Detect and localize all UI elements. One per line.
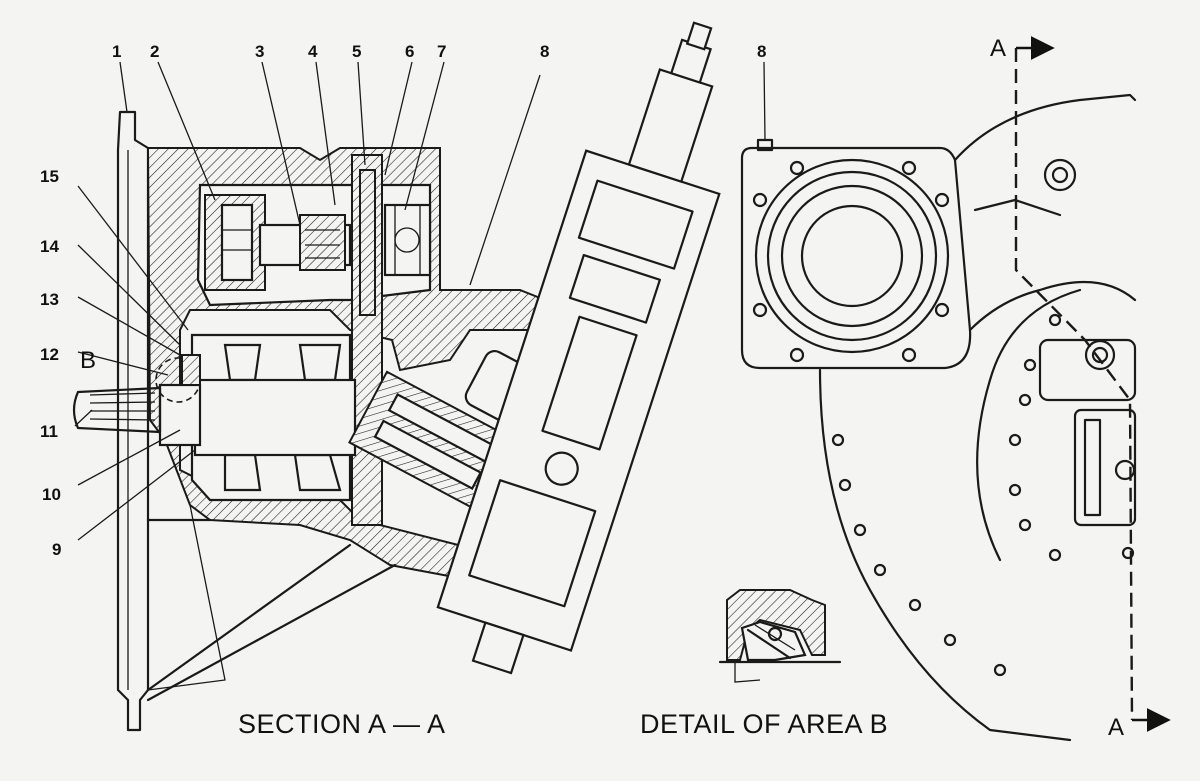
detail-caption: DETAIL OF AREA B: [640, 709, 888, 739]
drive-block: [1073, 408, 1137, 527]
callout-labels: 1 2 3 4 5 6 7 8 8 9 10 11 12 13 14 15: [40, 42, 766, 559]
section-marker-top: A: [990, 35, 1006, 62]
gear-teeth-upper: [359, 169, 376, 316]
pump-housing: [436, 21, 721, 675]
callout-13: 13: [40, 290, 59, 309]
detail-area-b: [718, 589, 842, 683]
callout-6: 6: [405, 42, 414, 61]
splined-stub: [72, 386, 162, 434]
detail-seal-housing: [726, 589, 826, 661]
callout-7: 7: [437, 42, 446, 61]
section-caption: SECTION A — A: [238, 709, 446, 739]
output-shaft: [193, 378, 357, 457]
callout-5: 5: [352, 42, 361, 61]
bearing-roller-2: [298, 343, 342, 382]
support-web: [146, 518, 397, 702]
mounting-flange: [116, 110, 150, 732]
bearing-roller-3: [223, 453, 262, 492]
bore-outer: [754, 158, 950, 354]
upper-bearing: [383, 203, 432, 277]
drive-gear: [351, 154, 383, 526]
callout-9: 9: [52, 540, 61, 559]
callout-12: 12: [40, 345, 59, 364]
housing-boss: [1043, 158, 1077, 192]
transmission-housing: [953, 93, 1137, 332]
callout-1: 1: [112, 42, 121, 61]
housing-lower-arc: [818, 368, 1072, 742]
seal-retainer: [181, 354, 201, 386]
callout-4: 4: [308, 42, 318, 61]
callout-8-front: 8: [757, 42, 766, 61]
front-view: [740, 36, 1171, 742]
bore-inner: [800, 204, 904, 308]
callout-8-section: 8: [540, 42, 549, 61]
section-line-a-a: [1014, 48, 1134, 721]
idler-gear-hub: [220, 203, 254, 282]
callout-15: 15: [40, 167, 59, 186]
bearing-roller-1: [223, 343, 262, 382]
coupling: [299, 214, 346, 271]
section-marker-bottom: A: [1108, 714, 1124, 741]
area-b-marker: B: [80, 347, 96, 374]
compensator-valve: [627, 68, 714, 183]
callout-3: 3: [255, 42, 264, 61]
leader-lines: [74, 61, 766, 541]
drain-fitting: [471, 621, 525, 675]
callout-11: 11: [40, 422, 58, 441]
callout-14: 14: [40, 237, 59, 256]
section-a-a-view: [72, 21, 721, 732]
callout-10: 10: [42, 485, 61, 504]
callout-2: 2: [150, 42, 159, 61]
coupling-hub: [1038, 338, 1137, 402]
